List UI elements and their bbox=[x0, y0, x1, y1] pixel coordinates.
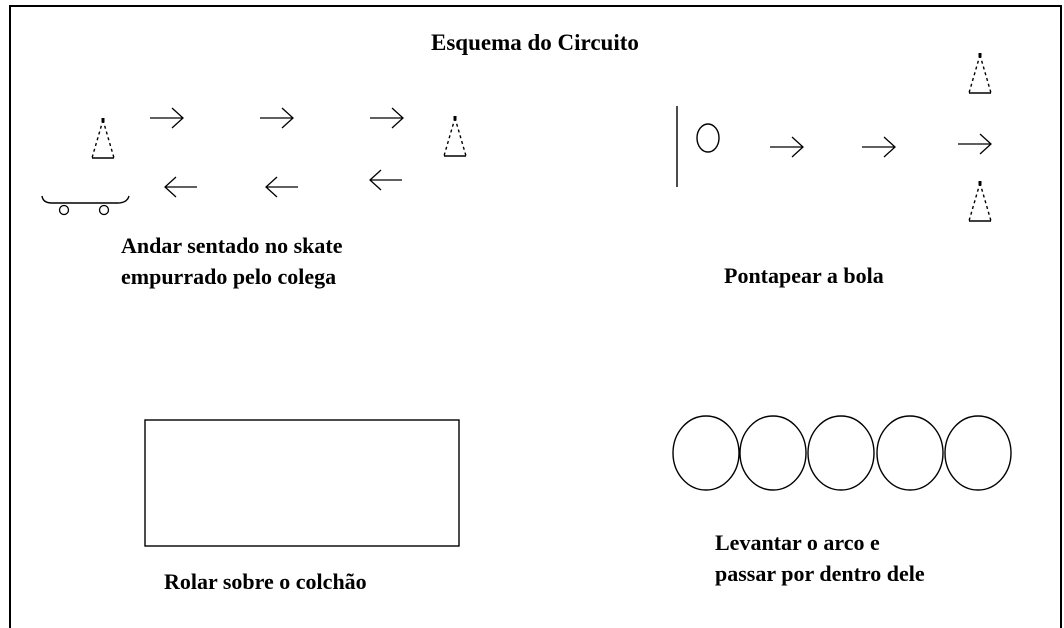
diagram-frame bbox=[9, 5, 1062, 628]
skate-station bbox=[41, 107, 467, 216]
hoop-icon bbox=[807, 415, 875, 491]
kick-station bbox=[676, 52, 992, 222]
ball-icon bbox=[696, 123, 720, 153]
arrow-right-icon bbox=[369, 107, 404, 129]
hoops-station-label: Levantar o arco e passar por dentro dele bbox=[715, 527, 925, 589]
skate-label-line-2: empurrado pelo colega bbox=[121, 264, 337, 289]
arrow-left-icon bbox=[369, 169, 403, 191]
mattress-station-label: Rolar sobre o colchão bbox=[164, 569, 367, 594]
hoops-label-line-2: passar por dentro dele bbox=[715, 561, 925, 586]
cone-icon bbox=[443, 115, 467, 157]
skate-label-line-1: Andar sentado no skate bbox=[121, 233, 343, 258]
cone-icon bbox=[968, 52, 992, 94]
arrow-right-icon bbox=[259, 107, 294, 129]
hoop-icon bbox=[739, 415, 807, 491]
hoops-row bbox=[672, 415, 1012, 491]
cone-icon bbox=[91, 117, 115, 159]
arrow-left-icon bbox=[164, 176, 198, 198]
arrow-right-icon bbox=[861, 136, 896, 158]
mattress-icon bbox=[144, 419, 460, 547]
arrow-right-icon bbox=[957, 133, 992, 155]
hoops-label-line-1: Levantar o arco e bbox=[715, 530, 880, 555]
hoop-icon bbox=[876, 415, 944, 491]
arrow-right-icon bbox=[769, 136, 804, 158]
kick-station-label: Pontapear a bola bbox=[724, 263, 884, 288]
arrow-right-icon bbox=[149, 107, 184, 129]
hoop-icon bbox=[672, 415, 740, 491]
skateboard-icon bbox=[41, 195, 130, 216]
diagram-title: Esquema do Circuito bbox=[431, 30, 639, 55]
hoop-icon bbox=[944, 415, 1012, 491]
arrow-left-icon bbox=[265, 176, 299, 198]
skate-station-label: Andar sentado no skate empurrado pelo co… bbox=[121, 230, 342, 292]
cone-icon bbox=[968, 180, 992, 222]
